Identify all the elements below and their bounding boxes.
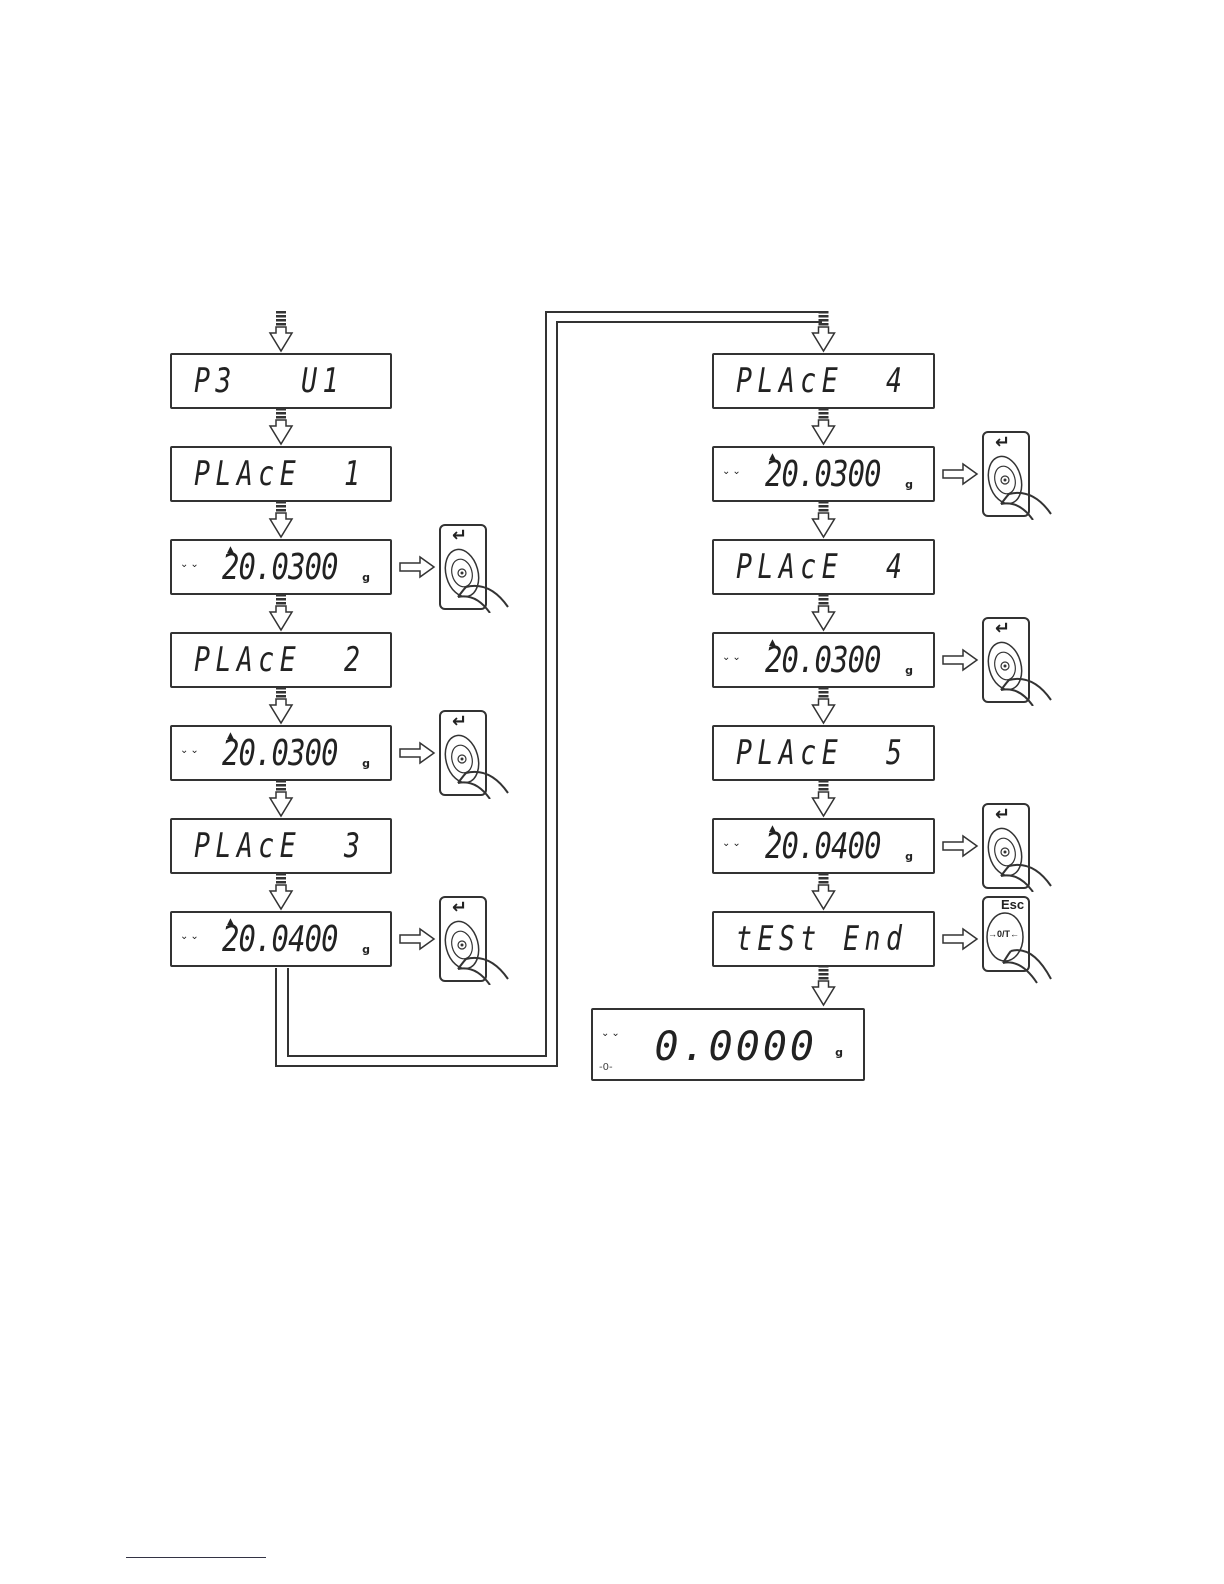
display-message: tESt End [736, 919, 907, 959]
display-message: PLAcE 2 [194, 640, 365, 680]
display-value: 20.0400 [222, 919, 338, 960]
display-unit: g [905, 850, 913, 863]
right-arrow [943, 464, 977, 484]
display-unit: g [362, 571, 370, 584]
right-arrow [400, 557, 434, 577]
down-arrow [270, 497, 292, 537]
esc-label: Esc [1001, 897, 1024, 912]
zero-tare-label: →0/T← [988, 929, 1019, 939]
enter-symbol: ↵ [995, 804, 1010, 825]
enter-symbol: ↵ [452, 897, 467, 918]
message-display: tESt End [712, 911, 935, 967]
display-value: 20.0300 [765, 640, 881, 681]
stability-indicator: ⌄⌄ [601, 1028, 622, 1039]
enter-key-icon[interactable]: ↵ [981, 430, 1061, 524]
stability-indicator: ⌄⌄ [722, 652, 743, 663]
display-value: 20.0400 [765, 826, 881, 867]
enter-symbol: ↵ [995, 432, 1010, 453]
down-arrow [813, 497, 835, 537]
enter-key-icon[interactable]: ↵ [438, 709, 518, 803]
display-message: PLAcE 4 [736, 547, 907, 587]
right-arrow [400, 743, 434, 763]
message-display: PLAcE 4 [712, 539, 935, 595]
right-arrow [943, 836, 977, 856]
down-arrow [813, 404, 835, 444]
right-arrow [400, 929, 434, 949]
right-arrow [943, 929, 977, 949]
final-display: ⌄⌄ 0.0000 g -0- [591, 1008, 865, 1081]
display-value: 20.0300 [222, 547, 338, 588]
display-message: PLAcE 3 [194, 826, 365, 866]
down-arrow [813, 869, 835, 909]
right-arrow [943, 650, 977, 670]
zero-indicator: -0- [599, 1062, 613, 1073]
message-display: PLAcE 2 [170, 632, 392, 688]
enter-key-icon[interactable]: ↵ [438, 523, 518, 617]
down-arrow [270, 311, 292, 351]
down-arrow [813, 965, 835, 1005]
display-message: PLAcE 1 [194, 454, 365, 494]
display-value: 20.0300 [222, 733, 338, 774]
footnote-rule [126, 1557, 266, 1558]
down-arrow [270, 776, 292, 816]
stability-indicator: ⌄⌄ [180, 931, 201, 942]
display-message: P3 U1 [194, 361, 344, 401]
enter-key-icon[interactable]: ↵ [981, 616, 1061, 710]
final-unit: g [835, 1046, 843, 1059]
down-arrow [813, 776, 835, 816]
down-arrow [270, 590, 292, 630]
down-arrow [270, 683, 292, 723]
display-message: PLAcE 4 [736, 361, 907, 401]
display-unit: g [905, 664, 913, 677]
down-arrow [813, 311, 835, 351]
display-value: 20.0300 [765, 454, 881, 495]
message-display: P3 U1 [170, 353, 392, 409]
stability-indicator: ⌄⌄ [722, 838, 743, 849]
stability-indicator: ⌄⌄ [180, 745, 201, 756]
display-message: PLAcE 5 [736, 733, 907, 773]
enter-key-icon[interactable]: ↵ [438, 895, 518, 989]
down-arrow [813, 590, 835, 630]
message-display: PLAcE 4 [712, 353, 935, 409]
down-arrow [270, 869, 292, 909]
display-unit: g [362, 943, 370, 956]
down-arrow [813, 683, 835, 723]
message-display: PLAcE 3 [170, 818, 392, 874]
esc-zero-tare-key-icon[interactable]: Esc →0/T← [981, 895, 1061, 989]
stability-indicator: ⌄⌄ [180, 559, 201, 570]
message-display: PLAcE 5 [712, 725, 935, 781]
enter-key-icon[interactable]: ↵ [981, 802, 1061, 896]
message-display: PLAcE 1 [170, 446, 392, 502]
enter-symbol: ↵ [995, 618, 1010, 639]
down-arrow [270, 404, 292, 444]
display-unit: g [362, 757, 370, 770]
stability-indicator: ⌄⌄ [722, 466, 743, 477]
enter-symbol: ↵ [452, 711, 467, 732]
enter-symbol: ↵ [452, 525, 467, 546]
final-value: 0.0000 [655, 1024, 818, 1070]
display-unit: g [905, 478, 913, 491]
